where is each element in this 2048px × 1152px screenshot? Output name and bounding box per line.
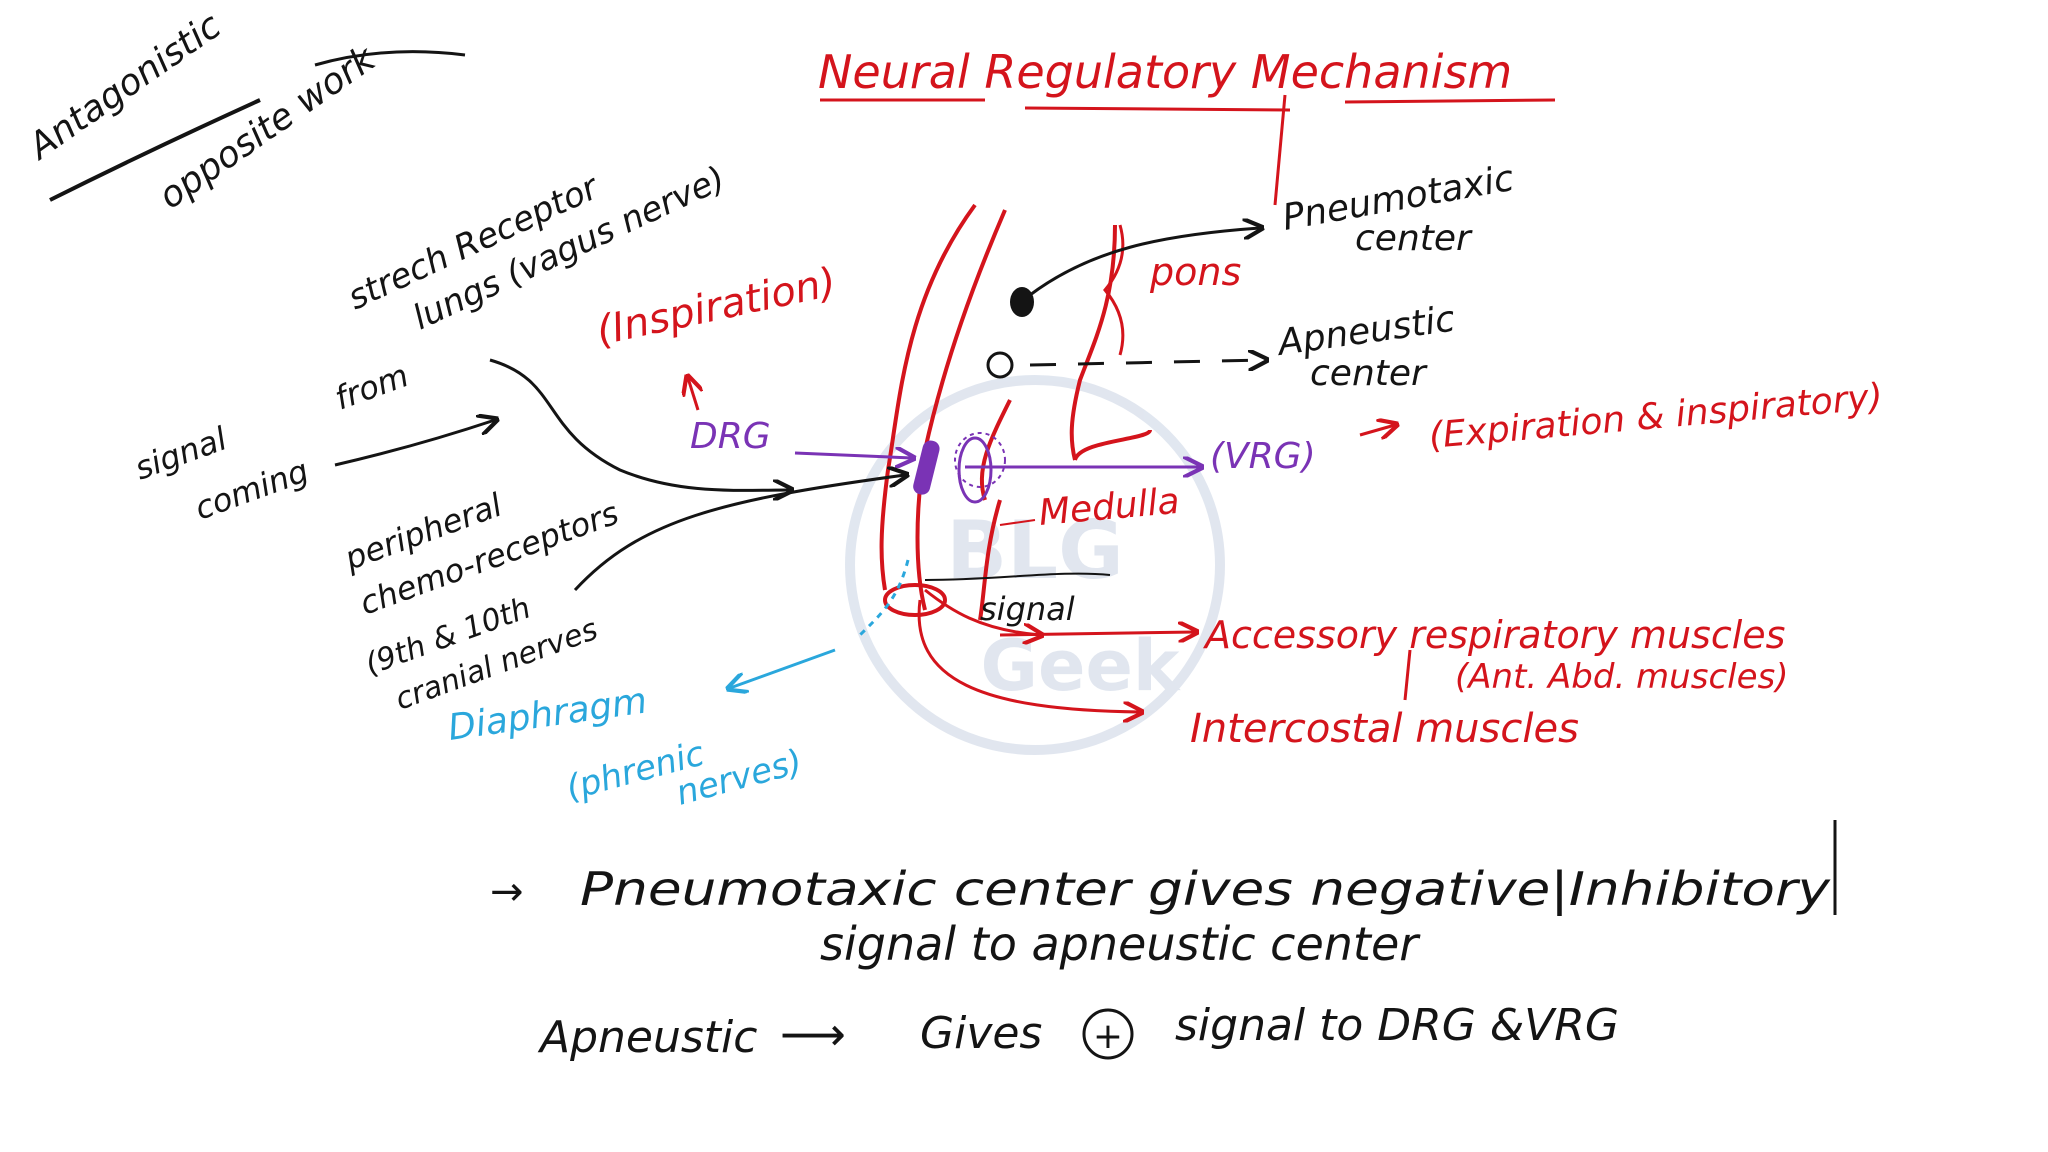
vrg-outline xyxy=(954,432,1006,488)
pneumotaxic-pointer-arrow xyxy=(1029,228,1260,297)
title-underline-2 xyxy=(1024,106,1291,112)
ant-abd-label: (Ant. Abd. muscles) xyxy=(1455,657,1788,697)
medulla-pointer xyxy=(999,519,1036,526)
signal-coming-label-1: signal xyxy=(130,419,232,487)
statement-bullet: → xyxy=(490,869,524,915)
signal-coming-arrow xyxy=(334,420,495,467)
statement-line3-b: Gives xyxy=(920,1008,1042,1059)
accessory-pointer xyxy=(1403,649,1412,701)
page-title: Neural Regulatory Mechanism xyxy=(818,45,1512,99)
apneustic-label-2: center xyxy=(1310,353,1428,394)
drg-pointer-arrow xyxy=(794,453,912,458)
diaphragm-arrow xyxy=(730,648,836,688)
statement-line3-c: signal to DRG &VRG xyxy=(1175,1000,1619,1051)
watermark-line2: Geek xyxy=(981,625,1181,707)
signal-coming-label-3: from xyxy=(330,356,414,417)
antagonistic-text: Antagonistic xyxy=(20,5,229,168)
vrg-label: (VRG) xyxy=(1210,436,1316,477)
signal-label: signal xyxy=(980,590,1075,628)
pons-label: pons xyxy=(1149,250,1241,294)
title-pointer-line xyxy=(1273,94,1287,206)
pons-brace xyxy=(1103,224,1125,356)
title-underline-3 xyxy=(1344,98,1556,104)
plus-circle xyxy=(1082,1008,1134,1060)
pneumotaxic-center-dot xyxy=(1010,287,1034,317)
drg-label: DRG xyxy=(690,416,771,457)
intercostal-arrow xyxy=(917,599,1140,712)
statement-line1: Pneumotaxic center gives negative|Inhibi… xyxy=(580,862,1831,917)
brainstem-outline xyxy=(879,203,1152,621)
vrg-explain-arrow xyxy=(1359,425,1395,435)
accessory-label: Accessory respiratory muscles xyxy=(1202,613,1785,657)
title-group: Neural Regulatory Mechanism xyxy=(818,45,1556,206)
statements: → Pneumotaxic center gives negative|Inhi… xyxy=(490,820,1837,1063)
glossopharyngeal-path xyxy=(573,475,905,592)
vrg-nucleus xyxy=(957,436,993,504)
signal-to-accessory-arrow xyxy=(924,588,1040,635)
statement-line2: signal to apneustic center xyxy=(820,917,1421,971)
inspiration-arrow xyxy=(688,378,698,411)
phrenic-dashed-path xyxy=(858,559,910,637)
statement-line3-arrow: ⟶ xyxy=(780,1007,846,1061)
vagus-nerve-path xyxy=(489,358,790,490)
drg-nucleus xyxy=(913,440,940,495)
pneumotaxic-label-2: center xyxy=(1355,218,1473,259)
intercostal-label: Intercostal muscles xyxy=(1190,706,1579,752)
statement-line3-plus: + xyxy=(1093,1016,1123,1057)
expiration-inspiration-label: (Expiration & inspiratory) xyxy=(1427,376,1884,457)
watermark-logo: BLG Geek xyxy=(845,375,1225,755)
statement-line3-a: Apneustic xyxy=(537,1012,757,1063)
watermark-line1: BLG xyxy=(946,504,1124,597)
antagonistic-underline xyxy=(49,98,261,202)
apneustic-center-dot xyxy=(986,351,1014,379)
accessory-arrow xyxy=(999,632,1195,635)
inspiration-label: (Inspiration) xyxy=(593,259,841,355)
signal-underline xyxy=(924,572,1111,581)
antagonistic-note: Antagonistic opposite work xyxy=(20,5,466,217)
medulla-label: Medulla xyxy=(1037,481,1181,534)
apneustic-pointer-arrow xyxy=(1029,360,1265,365)
opposite-work-underline xyxy=(314,50,466,67)
